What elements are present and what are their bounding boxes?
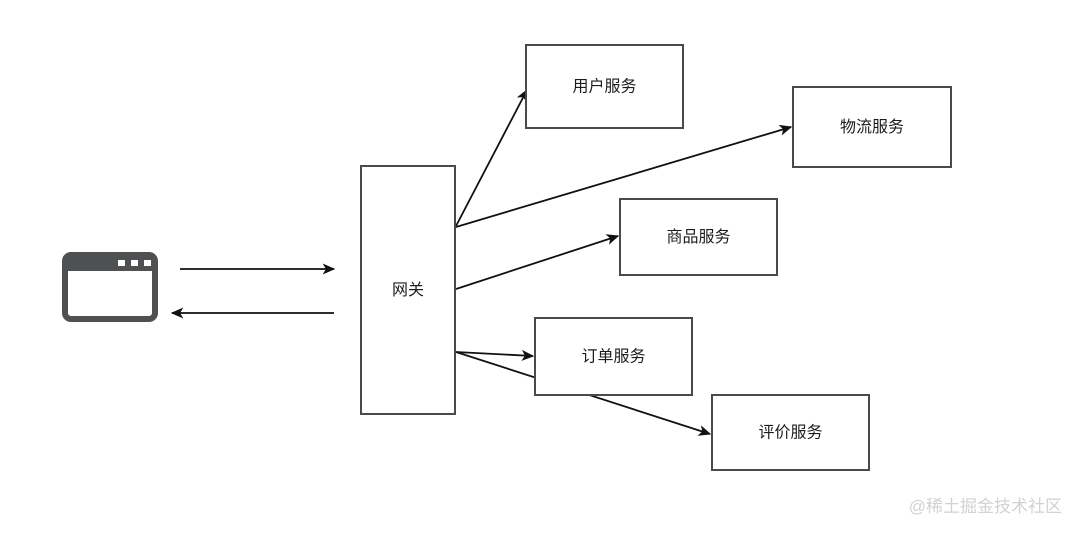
edge-gateway-to-order xyxy=(455,349,535,361)
browser-titlebar-dot xyxy=(131,260,138,266)
node-logistics-box[interactable] xyxy=(792,86,952,168)
node-order-box[interactable] xyxy=(534,317,693,396)
node-user[interactable]: 用户服务 xyxy=(525,44,684,129)
browser-window-icon xyxy=(62,252,158,322)
browser-titlebar-dot xyxy=(144,260,151,266)
node-user-box[interactable] xyxy=(525,44,684,129)
watermark-label: @稀土掘金技术社区 xyxy=(909,497,1062,516)
node-product-label: 商品服务 xyxy=(666,228,730,246)
node-gateway-box[interactable] xyxy=(360,165,456,415)
browser-titlebar-dot xyxy=(118,260,125,266)
node-gateway-label: 网关 xyxy=(392,281,424,299)
node-logistics-label: 物流服务 xyxy=(840,118,904,136)
browser-titlebar xyxy=(65,255,155,271)
node-review-box[interactable] xyxy=(711,394,870,471)
node-product-box[interactable] xyxy=(619,198,778,276)
node-review-label: 评价服务 xyxy=(758,424,822,442)
node-order-label: 订单服务 xyxy=(581,348,645,366)
edge-gateway-to-user xyxy=(455,88,528,227)
node-gateway[interactable]: 网关 xyxy=(360,165,456,415)
client-icon-layer xyxy=(62,252,158,322)
node-order[interactable]: 订单服务 xyxy=(534,317,693,396)
node-review[interactable]: 评价服务 xyxy=(711,394,870,471)
node-product[interactable]: 商品服务 xyxy=(619,198,778,276)
node-logistics[interactable]: 物流服务 xyxy=(792,86,952,168)
edge-gateway-to-product xyxy=(455,234,620,290)
node-user-label: 用户服务 xyxy=(572,78,636,96)
edge-gateway-to-logistics xyxy=(455,124,793,228)
